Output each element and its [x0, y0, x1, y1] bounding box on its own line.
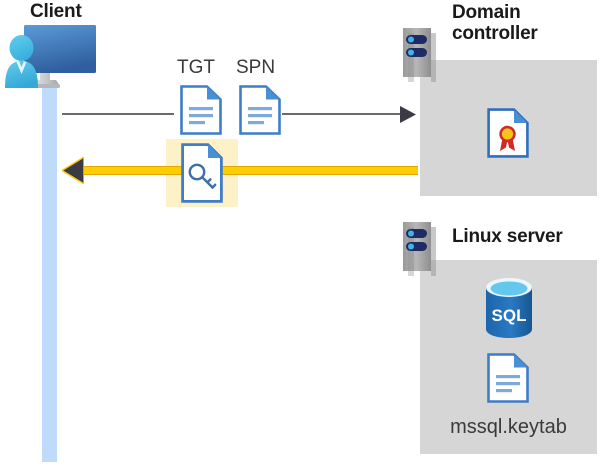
client-label: Client — [30, 1, 82, 22]
sql-database-text: SQL — [492, 306, 527, 325]
certificate-document-icon — [487, 108, 529, 158]
spn-label: SPN — [236, 57, 276, 78]
domain-controller-label: Domain controller — [452, 2, 592, 45]
client-lifeline — [42, 84, 57, 462]
linux-server-server-icon — [403, 222, 437, 277]
response-arrowhead-icon — [60, 155, 85, 186]
keytab-filename-label: mssql.keytab — [450, 416, 567, 438]
response-arrow-line-right — [222, 166, 418, 175]
spn-document-icon — [239, 85, 281, 135]
domain-controller-server-icon — [403, 28, 437, 83]
tgt-label: TGT — [177, 57, 215, 78]
request-arrowhead-icon — [400, 106, 416, 123]
request-arrow-line-right — [282, 113, 402, 115]
sql-database-icon: SQL — [483, 277, 535, 339]
client-icon — [4, 22, 98, 92]
domain-controller-label-line2: controller — [452, 23, 538, 45]
key-document-icon — [181, 143, 223, 203]
domain-controller-label-line1: Domain — [452, 2, 521, 23]
response-arrow-line-left — [78, 166, 188, 175]
request-arrow-line-left — [62, 113, 174, 115]
linux-server-label: Linux server — [452, 226, 563, 247]
keytab-document-icon — [487, 353, 529, 403]
tgt-document-icon — [180, 85, 222, 135]
